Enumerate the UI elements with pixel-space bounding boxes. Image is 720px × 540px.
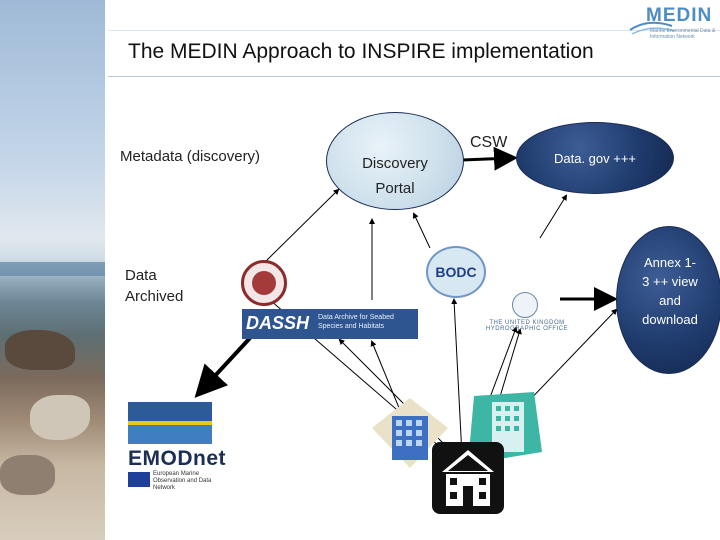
medin-logo-tagline: Marine Environmental Data & Information …	[650, 28, 716, 40]
annex-line4: download	[642, 312, 698, 327]
ukho-logo-text: THE UNITED KINGDOM HYDROGRAPHIC OFFICE	[485, 320, 569, 332]
arrow-house-bodc	[451, 298, 463, 457]
archived-line1: Data	[125, 267, 157, 284]
dassh-logo-text: DASSH	[246, 313, 310, 333]
archived-line2: Archived	[125, 288, 184, 305]
data-archived-label: Data Archived	[125, 265, 205, 307]
bodc-logo	[426, 246, 486, 298]
emodnet-arrow	[194, 336, 252, 398]
bodc-logo-text: BODC	[435, 264, 477, 280]
portal-line2: Portal	[375, 180, 415, 197]
arrow-bgs-portal	[264, 188, 340, 263]
page-title: The MEDIN Approach to INSPIRE implementa…	[128, 40, 594, 63]
header-rule	[108, 30, 720, 31]
discovery-portal-node: Discovery Portal	[326, 112, 464, 210]
annex-line2: 3 ++ view	[642, 274, 698, 289]
rock	[0, 455, 55, 495]
dassh-logo	[242, 309, 418, 339]
rock	[30, 395, 90, 440]
medin-logo	[629, 21, 675, 35]
emodnet-graphic	[128, 402, 212, 444]
arrow-house-dassh	[338, 338, 459, 459]
arrow-bodc-portal	[412, 212, 431, 249]
emodnet-logo-text: EMODnet	[128, 447, 226, 470]
sea-band	[0, 262, 105, 276]
datagov-node: Data. gov +++	[516, 122, 674, 194]
annex-line3: and	[659, 293, 681, 308]
ukho-seal-icon	[512, 292, 538, 318]
office-building-icon	[372, 398, 448, 468]
medin-logo-text: MEDIN	[646, 5, 713, 26]
dassh-description: Data Archive for Seabed Species and Habi…	[318, 314, 394, 330]
annex-node: Annex 1- 3 ++ view and download	[616, 226, 720, 374]
csw-arrow	[461, 146, 518, 171]
bgs-logo	[241, 260, 287, 306]
house-icon	[432, 442, 504, 514]
rock	[5, 330, 75, 370]
title-underline	[108, 76, 720, 77]
annex-line1: Annex 1-	[643, 255, 697, 270]
arrow-to-datagov	[539, 194, 568, 239]
bgs-crest	[252, 271, 276, 295]
eu-flag-icon	[128, 472, 150, 487]
emodnet-subtitle: European Marine Observation and Data Net…	[153, 471, 212, 491]
metadata-label: Metadata (discovery)	[120, 148, 261, 165]
coastal-photo	[0, 0, 105, 540]
portal-line1: Discovery	[362, 155, 428, 172]
